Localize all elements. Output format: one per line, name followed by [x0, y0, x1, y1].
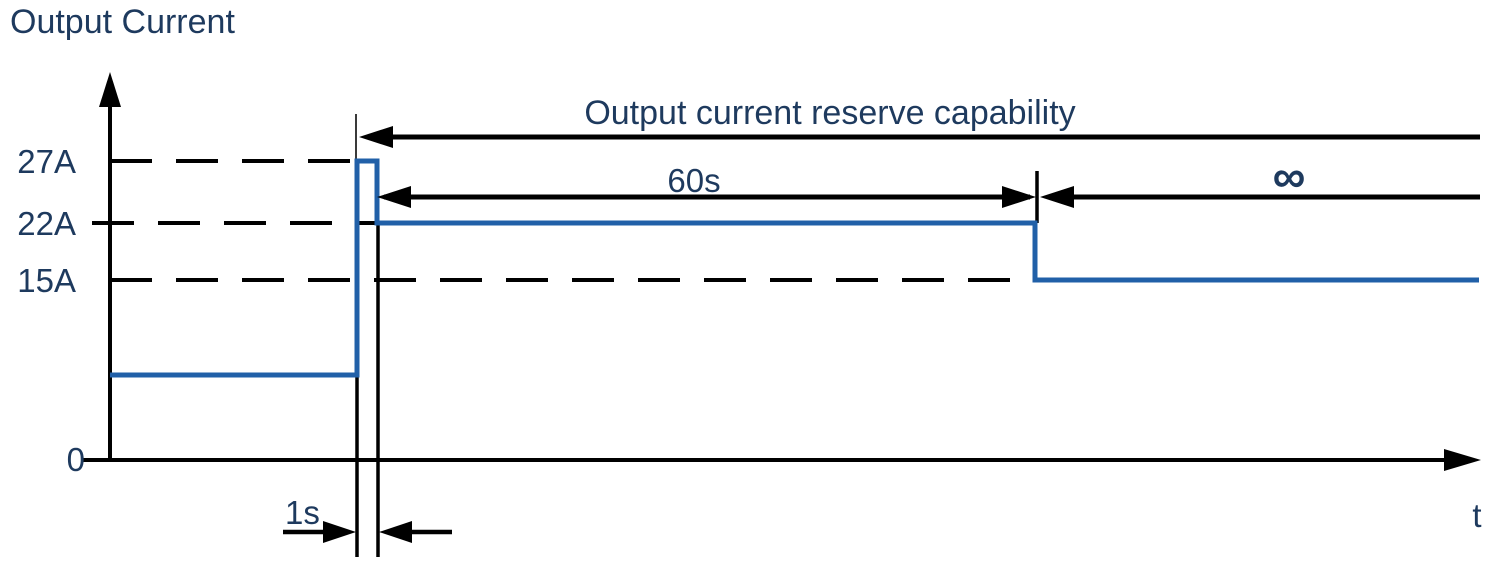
y-tick-label-15a: 15A: [17, 262, 76, 299]
y-axis-arrowhead-icon: [99, 72, 121, 107]
60s-label: 60s: [667, 162, 720, 199]
60s-right-arrowhead-icon: [1002, 186, 1036, 208]
infinity-label: ∞: [1273, 150, 1306, 202]
reserve-capability-label: Output current reserve capability: [584, 94, 1075, 132]
y-tick-label-27a: 27A: [17, 143, 76, 180]
figure-title: Output Current: [10, 3, 235, 41]
1s-label: 1s: [285, 494, 320, 531]
60s-left-arrowhead-icon: [377, 186, 411, 208]
x-axis-arrowhead-icon: [1444, 449, 1481, 471]
infinity-arrowhead-icon: [1040, 186, 1074, 208]
y-tick-label-22a: 22A: [17, 205, 76, 242]
x-axis-label: t: [1472, 497, 1481, 534]
origin-label: 0: [67, 441, 85, 478]
1s-right-arrowhead-icon: [379, 521, 412, 543]
reserve-arrowhead-icon: [359, 126, 393, 148]
1s-left-arrowhead-icon: [323, 521, 356, 543]
output-current-curve: [110, 158, 1479, 378]
